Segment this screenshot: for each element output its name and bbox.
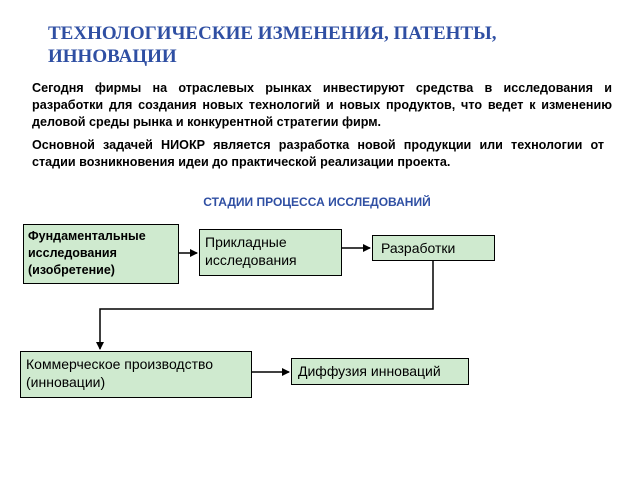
page-title: ТЕХНОЛОГИЧЕСКИЕ ИЗМЕНЕНИЯ, ПАТЕНТЫ, ИННО… — [48, 23, 497, 67]
intro-paragraph: Сегодня фирмы на отраслевых рынках инвес… — [32, 81, 612, 129]
stage-innovation-diffusion: Диффузия инноваций — [291, 358, 469, 385]
stage-fundamental-research: Фундаментальные исследования (изобретени… — [23, 224, 179, 284]
diagram-heading: СТАДИИ ПРОЦЕССА ИССЛЕДОВАНИЙ — [203, 195, 431, 209]
arrow-development-to-commercial — [96, 261, 434, 350]
rnd-paragraph: Основной задачей НИОКР является разработ… — [32, 138, 604, 169]
stage-commercial-production: Коммерческое производство (инновации) — [20, 351, 252, 398]
stage-development: Разработки — [372, 235, 495, 261]
stage-applied-research: Прикладные исследования — [199, 229, 342, 276]
